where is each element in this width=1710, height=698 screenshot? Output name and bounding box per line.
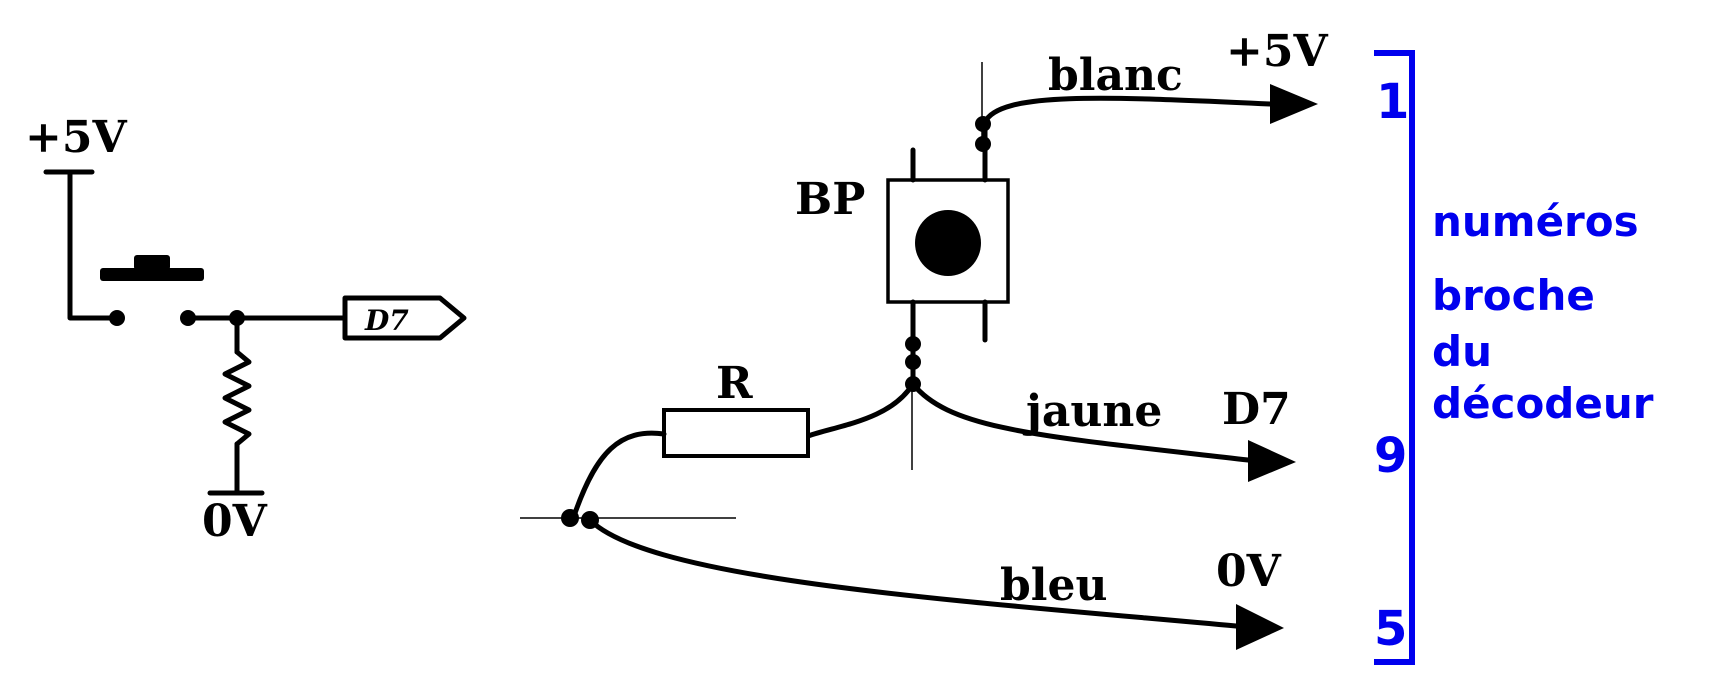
connector-annotation: 1 9 5 numéros broche du décodeur	[1374, 50, 1654, 665]
wire-blue-label: bleu	[1000, 560, 1107, 611]
pin-number-bottom: 5	[1374, 601, 1407, 657]
schematic-supply-label: +5V	[25, 112, 127, 163]
output-flag	[342, 295, 467, 341]
schematic-ground-label: 0V	[202, 496, 268, 547]
solder-dot	[561, 509, 579, 527]
push-button-symbol	[100, 255, 204, 326]
solder-dot	[905, 336, 921, 352]
resistor-lead-left	[571, 430, 667, 519]
caption-line-2: broche	[1432, 271, 1595, 320]
arrow-yellow	[1248, 440, 1296, 482]
wiring: BP blanc +5V jaune D7 R bleu 0V	[520, 26, 1328, 650]
supply-wire	[67, 169, 118, 321]
pin-number-middle: 9	[1374, 428, 1407, 484]
solder-dot	[905, 354, 921, 370]
resistor-label: R	[716, 358, 753, 409]
wire-blue	[587, 517, 1239, 629]
pulldown-resistor	[222, 349, 252, 447]
solder-dot	[975, 116, 991, 132]
schematic-output-label: D7	[364, 304, 409, 337]
wire-blue-signal: 0V	[1216, 546, 1282, 597]
wire-white	[982, 95, 1273, 153]
schematic: +5V 0V D7	[25, 112, 467, 547]
push-button-component	[886, 147, 1010, 343]
wire-yellow-label: jaune	[1022, 386, 1162, 437]
caption-line-3: du	[1432, 327, 1492, 376]
connector-bracket	[1374, 50, 1415, 665]
wire-yellow-signal: D7	[1222, 384, 1291, 435]
wire-white-signal: +5V	[1226, 26, 1328, 77]
arrow-white	[1270, 84, 1318, 124]
resistor-lead-right	[805, 381, 916, 439]
pin-number-top: 1	[1376, 74, 1409, 130]
caption-line-4: décodeur	[1432, 379, 1654, 428]
caption-line-1: numéros	[1432, 197, 1639, 246]
solder-dot	[975, 136, 991, 152]
wire-yellow	[910, 381, 1251, 463]
arrow-blue	[1236, 604, 1284, 650]
wire-white-label: blanc	[1048, 50, 1183, 101]
button-label: BP	[795, 174, 865, 225]
resistor-body	[662, 408, 810, 458]
